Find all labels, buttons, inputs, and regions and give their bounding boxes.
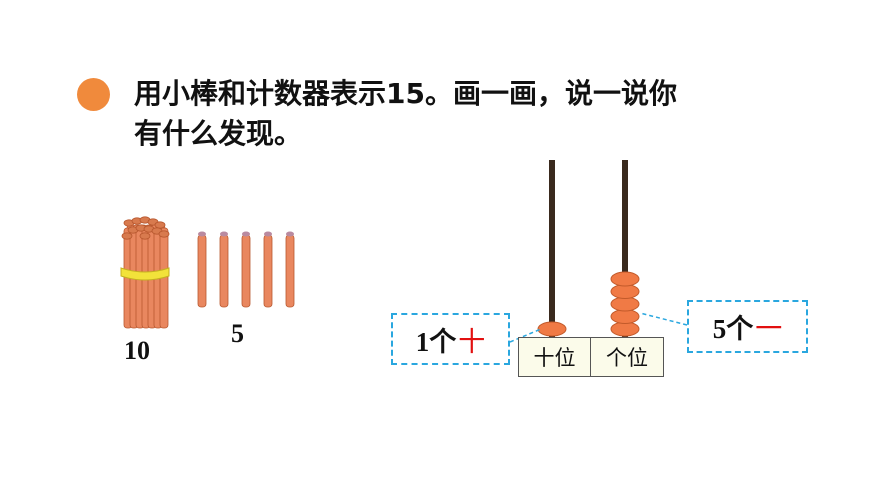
stick-end — [159, 231, 169, 237]
tens-callout-prefix: 1个 — [416, 320, 457, 359]
ones-callout-highlight: 一 — [755, 307, 782, 346]
stick-bundle — [121, 217, 169, 328]
loose-stick — [264, 235, 272, 307]
loose-stick — [198, 235, 206, 307]
tens-rod — [549, 160, 555, 338]
ones-bead — [611, 272, 639, 286]
loose-stick-tip — [220, 232, 228, 237]
tens-place-label: 十位 — [518, 337, 591, 377]
abacus — [538, 160, 639, 338]
ones-bead — [611, 285, 639, 299]
stick-end — [122, 233, 132, 239]
ones-bead — [611, 310, 639, 324]
ones-place-label: 个位 — [590, 337, 664, 377]
loose-stick-tip — [242, 232, 250, 237]
tens-callout-highlight: 十 — [458, 320, 485, 359]
ones-callout-connector — [640, 313, 687, 325]
loose-stick-tip — [264, 232, 272, 237]
stick-end — [155, 222, 165, 228]
loose-label: 5 — [231, 319, 244, 349]
ones-bead — [611, 297, 639, 311]
ones-bead — [611, 322, 639, 336]
loose-stick — [242, 235, 250, 307]
ones-callout-prefix: 5个 — [713, 307, 754, 346]
bundle-label: 10 — [124, 336, 150, 366]
loose-stick — [220, 235, 228, 307]
loose-stick-tip — [198, 232, 206, 237]
loose-sticks — [198, 232, 294, 308]
tens-bead — [538, 322, 566, 336]
loose-stick-tip — [286, 232, 294, 237]
tens-callout: 1个十 — [391, 313, 510, 365]
loose-stick — [286, 235, 294, 307]
ones-callout: 5个一 — [687, 300, 808, 353]
stick-end — [140, 233, 150, 239]
